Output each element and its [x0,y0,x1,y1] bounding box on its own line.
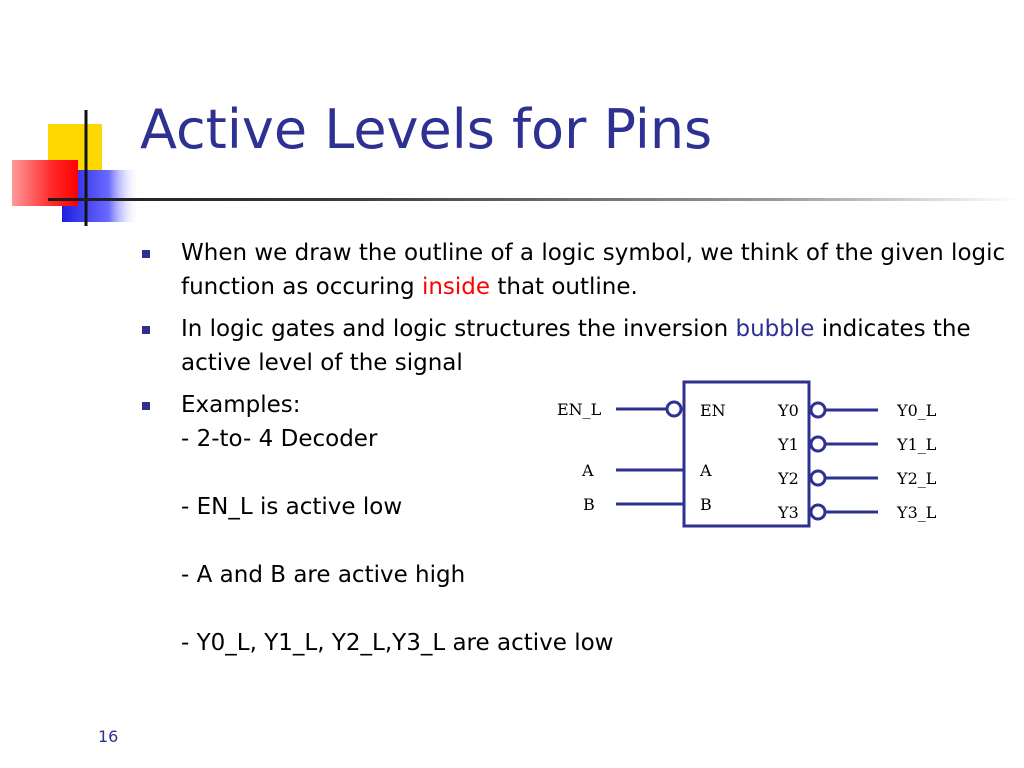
inversion-bubble-icon [809,435,827,453]
bullet-text: indicates the active level of the signal [181,316,971,376]
input-signal-label: B [583,495,595,514]
example-line: - A and B are active high [181,562,466,588]
output-pin-label: Y1 [777,435,799,454]
page-number: 16 [98,727,119,746]
bullet-text: In logic gates and logic structures the … [181,316,736,342]
inversion-bubble-icon [809,469,827,487]
bullet-square-icon [142,402,150,410]
decoder-box [682,380,811,528]
output-pin-label: Y3 [777,503,799,522]
bullet-square-icon [142,326,150,334]
example-line: - Y0_L, Y1_L, Y2_L,Y3_L are active low [181,630,614,656]
slide-title: Active Levels for Pins [140,98,713,161]
input-pin-label: B [700,495,712,514]
example-line: - 2-to- 4 Decoder [181,426,378,452]
inversion-bubble-icon [809,503,827,521]
output-signal-label: Y1_L [896,435,937,454]
inversion-bubble-icon [665,400,683,418]
bullet-item-examples: Examples: - 2-to- 4 Decoder - EN_L is ac… [142,388,1012,660]
highlight-inside: inside [421,274,491,300]
bullet-square-icon [142,250,150,258]
bullet-text: that outline. [490,274,638,300]
example-spacer [181,592,1012,626]
input-pin-label: EN [700,401,726,420]
examples-heading: Examples: [181,392,301,418]
input-signal-label: A [581,461,594,480]
input-pin-label: A [699,461,712,480]
output-pin-label: Y0 [777,401,799,420]
bullet-list: When we draw the outline of a logic symb… [142,236,1012,668]
input-signal-label: EN_L [557,400,602,419]
bullet-item-bubble: In logic gates and logic structures the … [142,312,1012,380]
output-pin-label: Y2 [777,469,799,488]
decoder-diagram: EN_L A B EN A B Y0 Y1 Y2 Y3 Y0_L Y1_L Y2… [557,380,937,528]
inversion-bubble-icon [809,401,827,419]
title-divider [48,198,1020,201]
output-signal-label: Y2_L [896,469,937,488]
example-line: - EN_L is active low [181,494,403,520]
highlight-bubble: bubble [735,316,815,342]
output-signal-label: Y0_L [896,401,937,420]
output-signal-label: Y3_L [896,503,937,522]
bullet-item-outline: When we draw the outline of a logic symb… [142,236,1012,304]
slide-corner-logo [12,110,140,226]
bullet-text: When we draw the outline of a logic symb… [181,240,1006,300]
